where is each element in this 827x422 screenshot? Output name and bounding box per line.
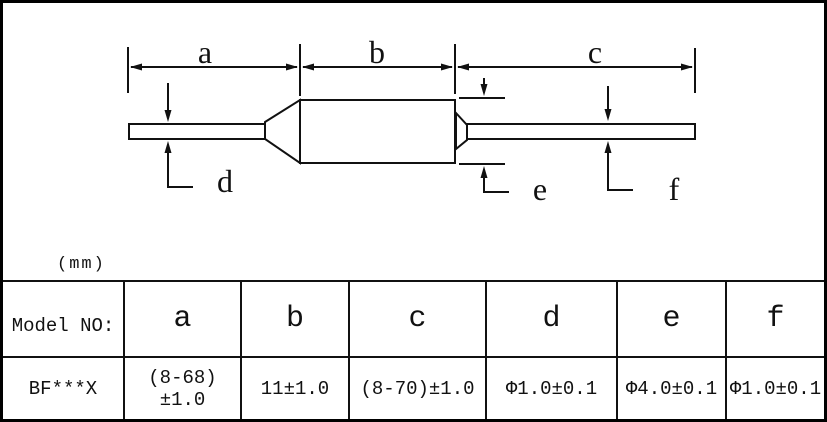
thermal-fuse-dimension-diagram: a b c d xyxy=(127,34,696,207)
cell-dim-e: Φ4.0±0.1 xyxy=(616,356,727,419)
dimension-d: d xyxy=(164,83,233,199)
col-header-model-no: Model NO: xyxy=(3,280,125,358)
dim-label-b: b xyxy=(369,34,385,70)
cell-dim-f: Φ1.0±0.1 xyxy=(725,356,824,419)
cell-model-no: BF***X xyxy=(3,356,125,419)
dimension-c: c xyxy=(457,34,693,71)
taper-left xyxy=(264,98,301,165)
taper-right xyxy=(455,110,468,152)
fuse-body xyxy=(299,99,456,164)
dimension-e: e xyxy=(459,78,547,207)
cell-dim-d: Φ1.0±0.1 xyxy=(485,356,618,419)
dim-label-d: d xyxy=(217,163,233,199)
cell-dim-a: (8-68)±1.0 xyxy=(123,356,242,419)
col-header-d: d xyxy=(485,280,618,358)
col-header-f: f xyxy=(725,280,824,358)
spec-table: Model NO: a b c d e f BF***X (8-68)±1.0 … xyxy=(3,280,824,419)
col-header-a: a xyxy=(123,280,242,358)
lead-wire-left xyxy=(128,123,266,140)
col-header-b: b xyxy=(240,280,350,358)
dim-label-e: e xyxy=(533,171,547,207)
col-header-c: c xyxy=(348,280,487,358)
spec-row-bf-x: BF***X (8-68)±1.0 11±1.0 (8-70)±1.0 Φ1.0… xyxy=(3,356,824,419)
dimension-a: a xyxy=(130,34,298,71)
units-label: (mm) xyxy=(57,255,106,274)
dimension-b: b xyxy=(302,34,453,71)
dim-label-a: a xyxy=(198,34,212,70)
header-row: Model NO: a b c d e f xyxy=(3,280,824,358)
extension-lines xyxy=(127,44,696,96)
col-header-e: e xyxy=(616,280,727,358)
lead-wire-right xyxy=(466,123,696,140)
dim-label-f: f xyxy=(669,171,680,207)
dimension-f: f xyxy=(604,86,680,207)
dim-label-c: c xyxy=(588,34,602,70)
cell-dim-c: (8-70)±1.0 xyxy=(348,356,487,419)
cell-dim-b: 11±1.0 xyxy=(240,356,350,419)
